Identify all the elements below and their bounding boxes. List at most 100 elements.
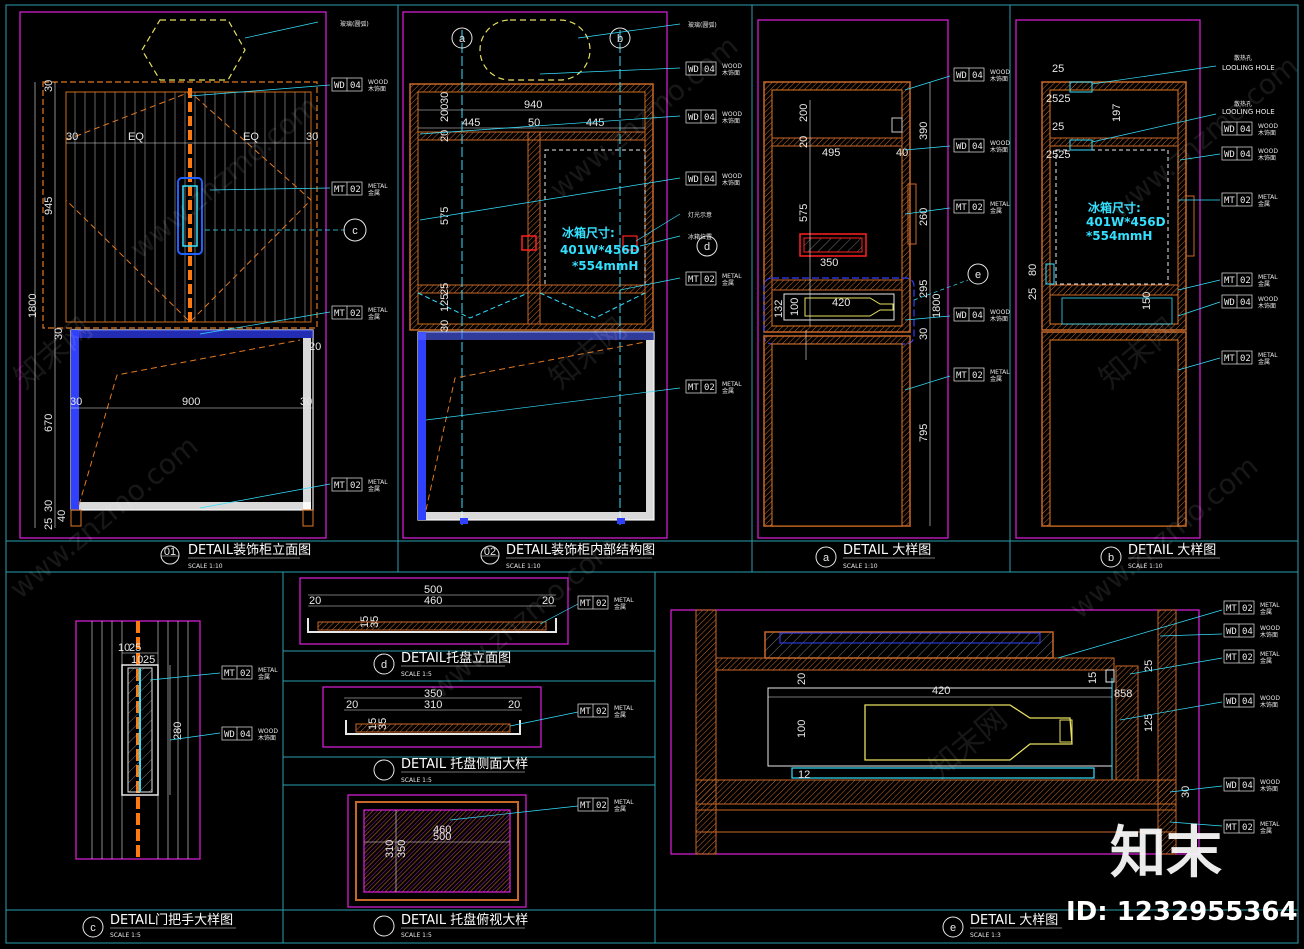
mt-en: METAL bbox=[368, 307, 388, 314]
dim-795: 795 bbox=[918, 424, 930, 442]
dim-s-20b: 20 bbox=[508, 699, 520, 711]
note-cooling-cn-1: 散热孔 bbox=[1234, 54, 1252, 62]
panel-titles-row1: 01 DETAIL装饰柜立面图 SCALE 1:10 02 DETAIL装饰柜内… bbox=[160, 542, 1220, 570]
panel-01-scale: SCALE 1:10 bbox=[188, 563, 223, 570]
wd-cn: 木饰面 bbox=[1260, 701, 1278, 709]
dim-d-20b: 20 bbox=[542, 595, 554, 607]
mt-num: 02 bbox=[1242, 604, 1253, 614]
dim-200: 200 bbox=[439, 104, 451, 122]
wd-num: 04 bbox=[1240, 298, 1251, 308]
dim-125: 125 bbox=[439, 294, 451, 312]
panel-top-scale: SCALE 1:5 bbox=[401, 932, 432, 939]
panel-a-scale: SCALE 1:10 bbox=[843, 563, 878, 570]
dim-420: 420 bbox=[832, 297, 850, 309]
mt-en: METAL bbox=[1258, 352, 1278, 359]
mt-code: MT bbox=[1226, 604, 1237, 614]
mt-cn: 金属 bbox=[990, 207, 1002, 215]
dim-d-20a: 20 bbox=[309, 595, 321, 607]
wd-en: WOOD bbox=[1258, 148, 1278, 155]
panel-01-title: DETAIL装饰柜立面图 bbox=[188, 543, 311, 558]
dim-30b: 30 bbox=[306, 131, 318, 143]
dim-s-310: 310 bbox=[424, 699, 442, 711]
dim-390: 390 bbox=[918, 122, 930, 140]
dim-40: 40 bbox=[56, 510, 68, 522]
note-glass-02: 玻璃(圆弧) bbox=[688, 21, 717, 29]
wd-code: WD bbox=[1226, 627, 1237, 637]
dim-445a: 445 bbox=[462, 117, 480, 129]
dim-e-420: 420 bbox=[932, 685, 950, 697]
mt-cn: 金属 bbox=[368, 189, 380, 197]
panel-a-title: DETAIL 大样图 bbox=[843, 543, 931, 558]
wd-cn: 木饰面 bbox=[1260, 631, 1278, 639]
brand-logo: 知末 bbox=[1110, 821, 1222, 886]
dim-25-top: 25 bbox=[1052, 63, 1064, 75]
dim-670: 670 bbox=[43, 414, 55, 432]
dim-150: 150 bbox=[1141, 292, 1153, 310]
mt-cn: 金属 bbox=[1260, 657, 1272, 665]
dim-197: 197 bbox=[1111, 104, 1123, 122]
panel-e-id: e bbox=[950, 922, 956, 934]
dim-100: 100 bbox=[789, 298, 801, 316]
panel-tray-top: 460 500 310 350 DETAIL 托盘俯视大样 SCALE 1:5 bbox=[347, 794, 579, 939]
mt-en: METAL bbox=[1260, 602, 1280, 609]
mt-code: MT bbox=[956, 371, 967, 381]
panel-02-id: 02 bbox=[484, 546, 496, 558]
mt-code: MT bbox=[580, 801, 591, 811]
mt-num: 02 bbox=[1240, 276, 1251, 286]
wd-code: WD bbox=[334, 81, 345, 91]
wd-cn: 木饰面 bbox=[368, 85, 386, 93]
panel-e-detail: 420 20 100 15 25 125 30 858 12 e DETAIL … bbox=[670, 609, 1223, 939]
watermark-brand-4: 知末网 bbox=[923, 701, 1014, 786]
dim-s-20a: 20 bbox=[346, 699, 358, 711]
wd-num: 04 bbox=[350, 81, 361, 91]
mt-cn: 金属 bbox=[1258, 280, 1270, 288]
mt-cn: 金属 bbox=[722, 387, 734, 395]
dim-940: 940 bbox=[524, 99, 542, 111]
panel-01-elevation: c 30 EQ EQ 30 30 945 1800 30 670 900 30 … bbox=[19, 11, 369, 539]
mt-en: METAL bbox=[368, 479, 388, 486]
watermark-brand-1: 知末网 bbox=[8, 311, 99, 396]
wd-code: WD bbox=[1226, 697, 1237, 707]
svg-text:e: e bbox=[975, 269, 981, 281]
wd-en: WOOD bbox=[1258, 123, 1278, 130]
mt-cn: 金属 bbox=[614, 603, 626, 611]
wd-num: 04 bbox=[1240, 125, 1251, 135]
dim-30e: 30 bbox=[300, 396, 312, 408]
wd-num: 04 bbox=[972, 311, 983, 321]
wd-cn: 木饰面 bbox=[722, 117, 740, 125]
dim-40: 40 bbox=[896, 147, 908, 159]
mt-code: MT bbox=[580, 707, 591, 717]
wd-cn: 木饰面 bbox=[722, 179, 740, 187]
wd-cn: 木饰面 bbox=[1258, 302, 1276, 310]
dim-t-310: 310 bbox=[384, 840, 396, 858]
wd-cn: 木饰面 bbox=[258, 734, 276, 742]
mt-code: MT bbox=[688, 383, 699, 393]
panel-c-id: c bbox=[90, 922, 96, 934]
dim-25: 25 bbox=[43, 518, 55, 530]
dim-495: 495 bbox=[822, 147, 840, 159]
mt-cn: 金属 bbox=[1258, 200, 1270, 208]
dim-30d: 30 bbox=[70, 396, 82, 408]
dim-d-15: 15 bbox=[359, 616, 371, 628]
fridge-size-label-b: 冰箱尺寸: bbox=[1088, 200, 1141, 215]
wd-num: 04 bbox=[972, 142, 983, 152]
watermark-id: ID: 1232955364 bbox=[1066, 897, 1298, 927]
dim-c-10a: 10 bbox=[118, 642, 130, 654]
svg-text:a: a bbox=[459, 33, 466, 45]
dim-t-460: 460 bbox=[433, 824, 451, 836]
mt-num: 02 bbox=[972, 371, 983, 381]
dim-t-350: 350 bbox=[396, 840, 408, 858]
note-cooling-cn-2: 散热孔 bbox=[1234, 100, 1252, 108]
fridge-size-h-b: *554mmH bbox=[1086, 229, 1152, 243]
wd-cn: 木饰面 bbox=[1260, 785, 1278, 793]
dim-30: 30 bbox=[918, 328, 930, 340]
wd-num: 04 bbox=[1240, 150, 1251, 160]
note-cooling-1: LOOLING HOLE bbox=[1222, 64, 1275, 72]
dim-575: 575 bbox=[798, 204, 810, 222]
dim-eq-1: EQ bbox=[128, 131, 144, 143]
